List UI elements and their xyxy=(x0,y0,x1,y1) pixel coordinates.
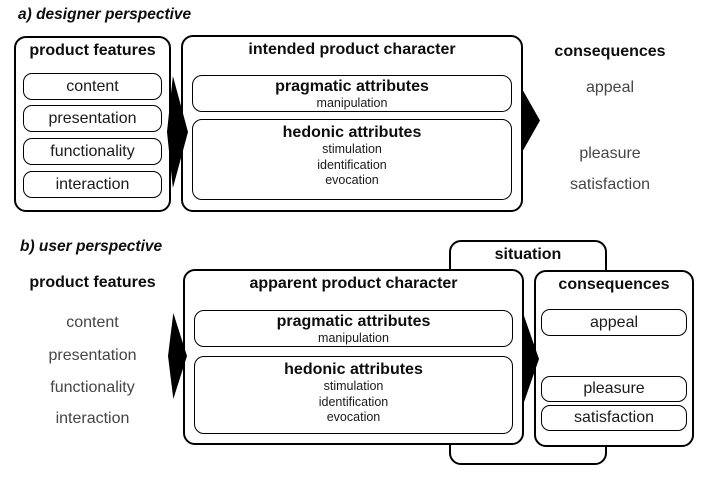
user-product-features-title: product features xyxy=(29,274,156,291)
intended-product-character-box: intended product character pragmatic att… xyxy=(181,35,523,212)
user-hedonic-attributes-box: hedonic attributes stimulation identific… xyxy=(194,356,513,434)
user-pragmatic-attributes-box: pragmatic attributes manipulation xyxy=(194,310,513,347)
consequence-item-pleasure: pleasure xyxy=(541,376,687,402)
hedonic-sub-identification-b: identification xyxy=(318,394,389,409)
feature-item-presentation: presentation xyxy=(23,105,162,132)
feature-content-label: content xyxy=(66,314,119,331)
feature-presentation-label: presentation xyxy=(48,347,137,364)
hedonic-sub-stimulation: stimulation xyxy=(322,142,382,156)
hedonic-sub-evocation-b: evocation xyxy=(326,410,381,424)
hedonic-sub-evocation: evocation xyxy=(325,173,379,187)
consequence-item-appeal: appeal xyxy=(541,309,687,336)
designer-product-features-box: product features content presentation fu… xyxy=(14,36,171,212)
hedonic-sub-identification: identification xyxy=(317,157,387,172)
designer-product-features-title: product features xyxy=(29,42,156,59)
section-b-label: b) user perspective xyxy=(20,238,163,255)
consequence-satisfaction: satisfaction xyxy=(569,176,651,193)
consequence-pleasure: pleasure xyxy=(579,145,641,162)
feature-item-content: content xyxy=(23,73,162,100)
consequence-item-satisfaction: satisfaction xyxy=(541,405,687,431)
designer-pragmatic-attributes-box: pragmatic attributes manipulation xyxy=(192,75,512,112)
user-consequences-title: consequences xyxy=(558,276,670,293)
designer-hedonic-attributes-box: hedonic attributes stimulation identific… xyxy=(192,119,512,200)
hedonic-sub-stimulation-b: stimulation xyxy=(323,379,384,393)
situation-title: situation xyxy=(494,246,562,263)
feature-interaction-label: interaction xyxy=(55,410,130,427)
pragmatic-sub-manipulation-b: manipulation xyxy=(318,331,389,345)
user-product-features-column: product features content presentation fu… xyxy=(14,0,171,483)
hedonic-attributes-title: hedonic attributes xyxy=(282,124,422,141)
pragmatic-attributes-title: pragmatic attributes xyxy=(275,78,429,95)
consequence-appeal: appeal xyxy=(585,79,635,96)
feature-item-interaction: interaction xyxy=(23,171,162,198)
intended-product-character-title: intended product character xyxy=(248,41,456,58)
feature-item-functionality: functionality xyxy=(23,138,162,165)
feature-functionality-label: functionality xyxy=(50,379,135,396)
pragmatic-attributes-title-b: pragmatic attributes xyxy=(276,313,431,330)
arrow-right-icon-a2 xyxy=(521,87,540,154)
apparent-product-character-box: apparent product character pragmatic att… xyxy=(183,269,524,445)
designer-consequences-column: consequences appeal pleasure satisfactio… xyxy=(545,0,675,230)
user-consequences-box: consequences appeal pleasure satisfactio… xyxy=(534,270,694,447)
pragmatic-sub-manipulation: manipulation xyxy=(316,96,388,110)
apparent-product-character-title: apparent product character xyxy=(249,275,458,292)
hedonic-attributes-title-b: hedonic attributes xyxy=(284,361,423,378)
section-a-label: a) designer perspective xyxy=(18,6,192,23)
designer-consequences-title: consequences xyxy=(554,43,666,60)
